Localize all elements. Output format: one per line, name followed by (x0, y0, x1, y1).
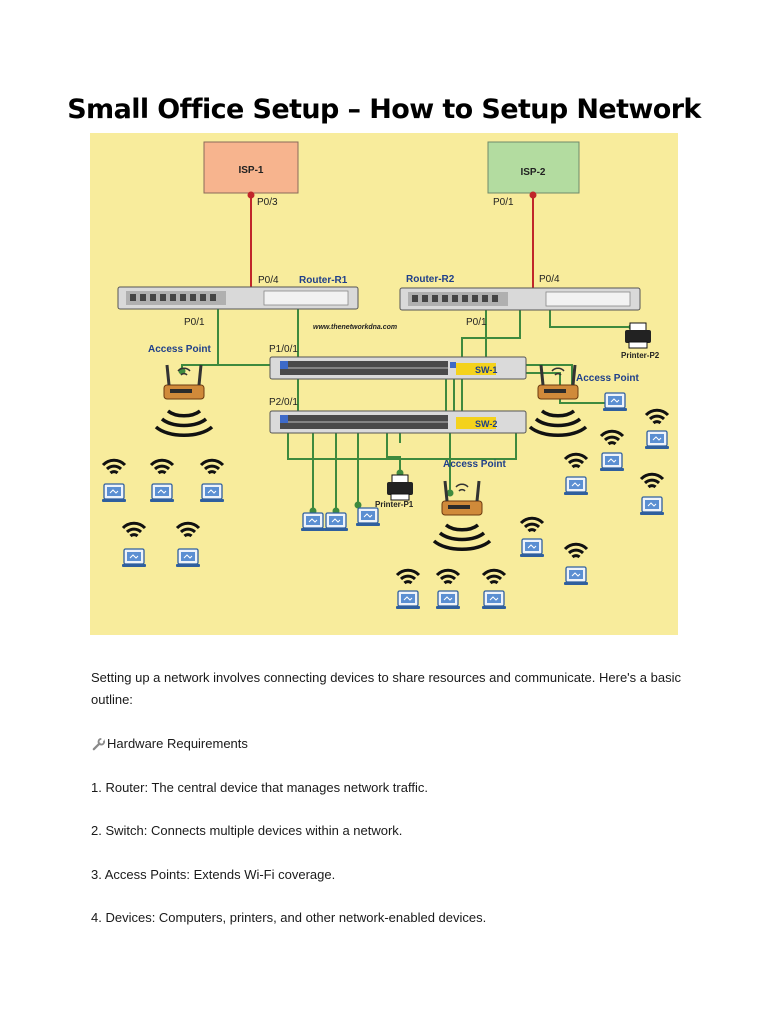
isp1-label: ISP-1 (238, 165, 263, 176)
access-point-right-label: Access Point (576, 373, 639, 384)
laptop-icon (300, 512, 326, 532)
router-r1 (117, 286, 359, 310)
isp2-port: P0/1 (493, 197, 514, 208)
diagram-watermark: www.thenetworkdna.com (313, 324, 397, 331)
section-heading: Hardware Requirements (91, 733, 691, 755)
access-point-center-label: Access Point (443, 459, 506, 470)
document-title: Small Office Setup – How to Setup Networ… (67, 94, 701, 125)
isp2-box: ISP-2 (487, 141, 580, 194)
laptop-icon (323, 512, 349, 532)
intro-paragraph: Setting up a network involves connecting… (91, 670, 681, 707)
router-r1-label: Router-R1 (299, 275, 348, 286)
switch-sw2-label: SW-2 (475, 419, 497, 429)
network-diagram: ISP-1 ISP-2 P0/3 P0/1 (90, 133, 678, 635)
router-r2 (399, 287, 641, 311)
laptop-icon (355, 507, 381, 527)
router-r2-label: Router-R2 (406, 274, 455, 285)
list-item: 2. Switch: Connects multiple devices wit… (91, 823, 403, 838)
wrench-icon (92, 737, 106, 750)
switch-sw1-port: P1/0/1 (269, 344, 298, 355)
isp1-port: P0/3 (257, 197, 278, 208)
switch-sw1-label: SW-1 (475, 365, 497, 375)
printer-p2-label: Printer-P2 (621, 351, 660, 360)
isp1-box: ISP-1 (203, 141, 299, 194)
laptop-icon (602, 392, 628, 412)
printer-p1-label: Printer-P1 (375, 500, 414, 509)
list-item: 4. Devices: Computers, printers, and oth… (91, 910, 487, 925)
list-item: 1. Router: The central device that manag… (91, 780, 428, 795)
section-heading-text: Hardware Requirements (107, 736, 248, 751)
router-r1-wan-port: P0/4 (258, 275, 279, 286)
router-r2-wan-port: P0/4 (539, 274, 560, 285)
access-point-left-label: Access Point (148, 344, 211, 355)
router-r2-lan-port: P0/1 (466, 317, 487, 328)
switch-sw2 (269, 410, 527, 434)
switch-sw2-port: P2/0/1 (269, 397, 298, 408)
list-item: 3. Access Points: Extends Wi-Fi coverage… (91, 867, 336, 882)
router-r1-lan-port: P0/1 (184, 317, 205, 328)
switch-sw1 (269, 356, 527, 380)
isp2-label: ISP-2 (520, 167, 545, 178)
wan-links (250, 193, 534, 297)
